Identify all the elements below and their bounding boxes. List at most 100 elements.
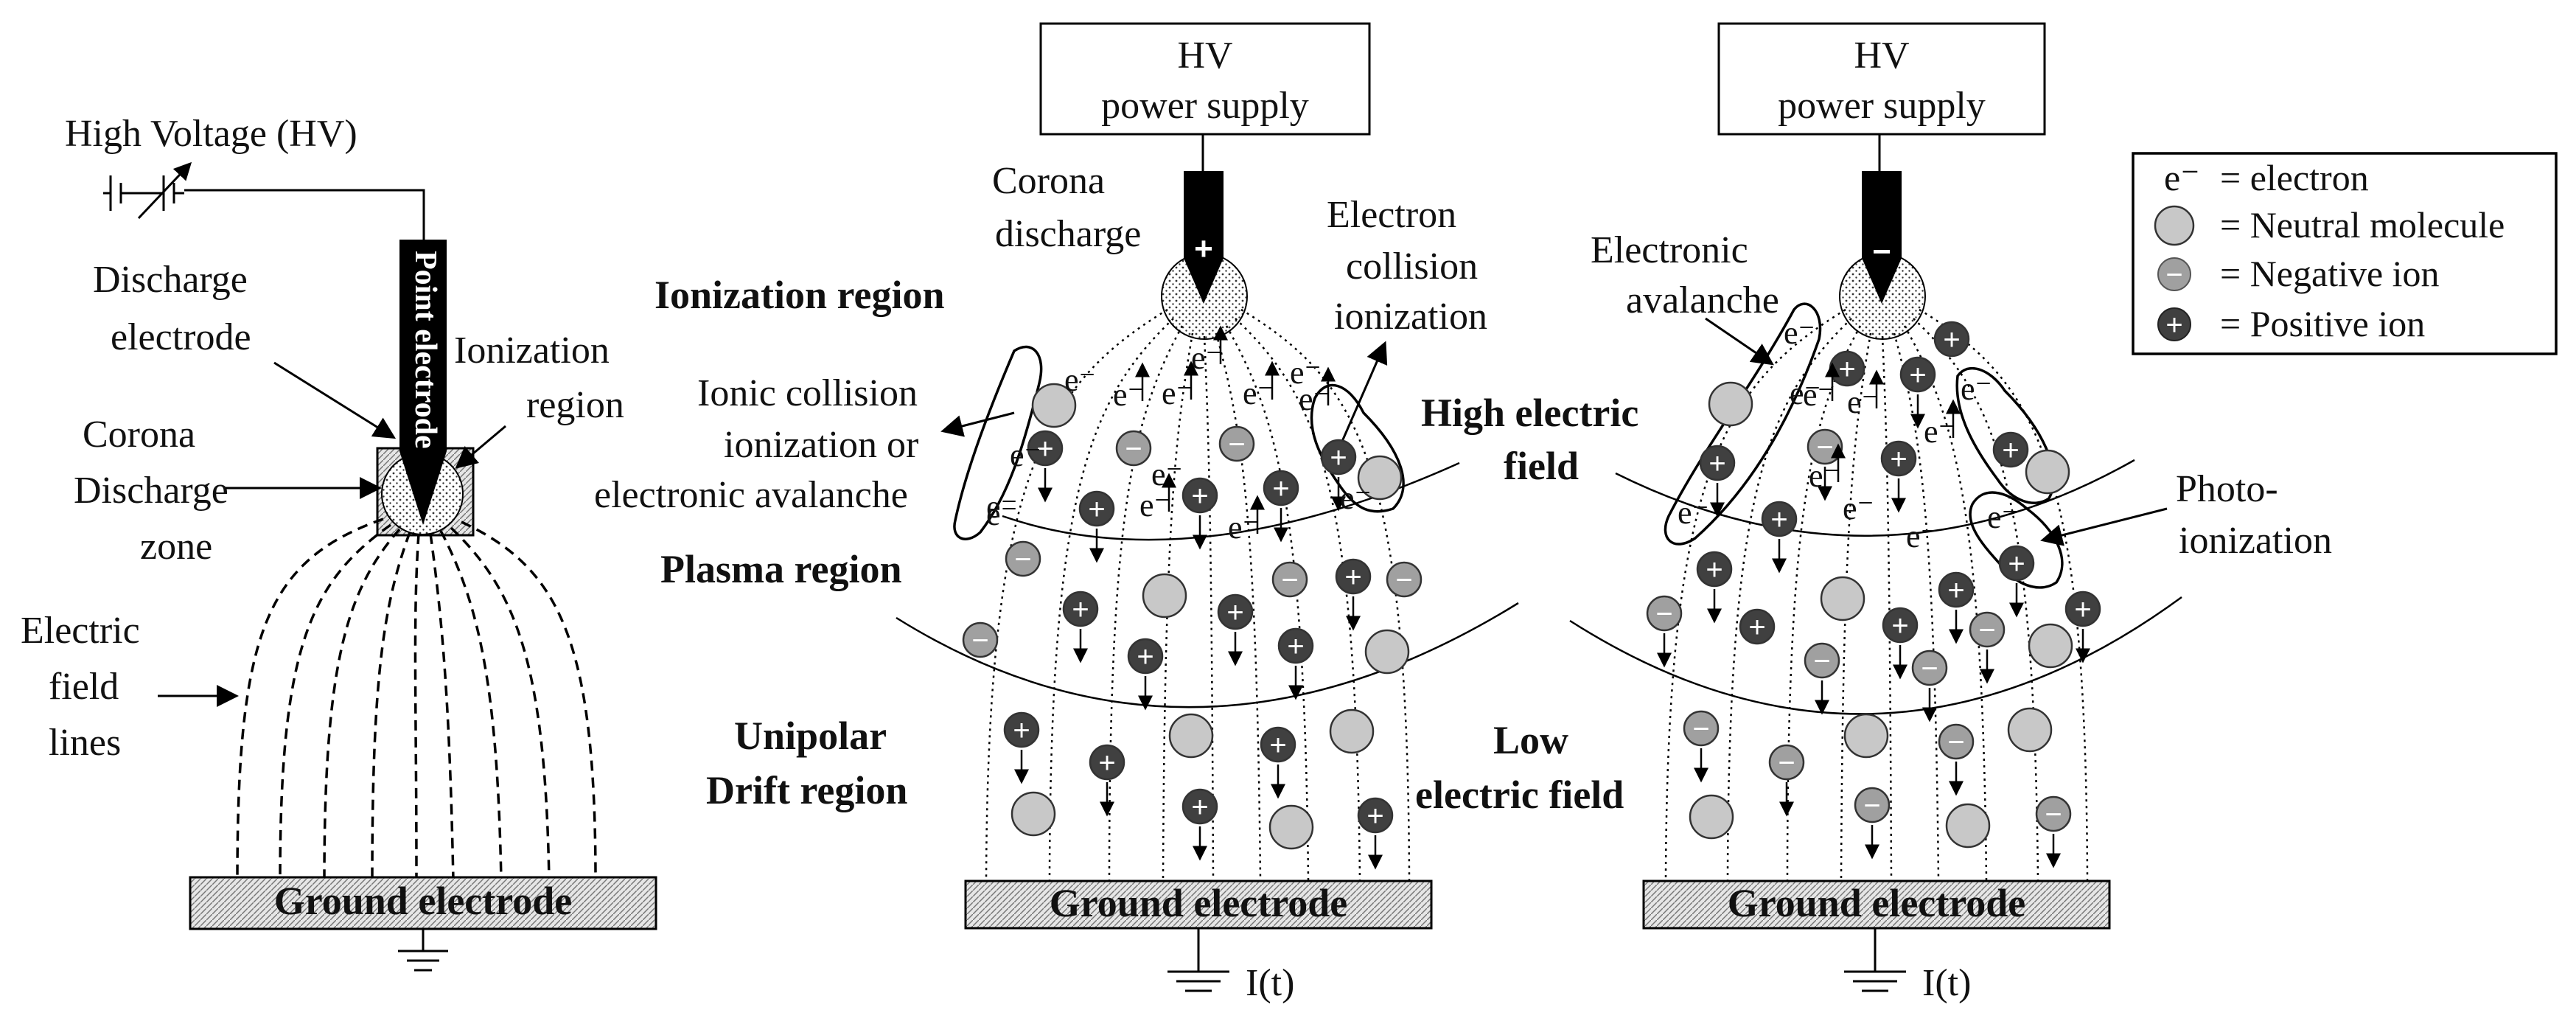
hv-power-supply-box-middle xyxy=(1039,22,1371,136)
legend-negative-label: = Negative ion xyxy=(2220,253,2440,294)
negative-ion-sign: − xyxy=(1692,713,1709,745)
positive-ion-sign: + xyxy=(1072,593,1089,626)
positive-ion-sign: + xyxy=(1013,714,1030,747)
field-lines-label-1: Electric xyxy=(21,610,140,652)
negative-ion xyxy=(1969,611,2006,648)
negative-ion-sign: − xyxy=(1978,614,1995,647)
neutral-molecule xyxy=(2028,623,2073,669)
electron: e⁻ xyxy=(1847,384,1879,420)
unipolar-label-2: Drift region xyxy=(706,768,907,812)
electron: e⁻ xyxy=(986,489,1018,525)
positive-ion-sign: + xyxy=(1891,610,1908,642)
electron: e⁻ xyxy=(1809,458,1840,494)
current-label-right: I(t) xyxy=(1922,962,1971,1004)
negative-ion-sign: − xyxy=(1816,431,1833,464)
positive-ion xyxy=(1260,726,1296,763)
neutral-molecule xyxy=(1689,794,1734,840)
positive-ion-sign: + xyxy=(1272,473,1289,505)
positive-ion-sign: + xyxy=(1137,641,1153,673)
positive-ion xyxy=(1938,571,1975,608)
positive-ion-sign: + xyxy=(1838,353,1855,386)
positive-ion xyxy=(1078,490,1115,527)
electron: e⁻ xyxy=(1790,375,1821,411)
negative-ion-sign: − xyxy=(1281,564,1298,596)
negative-ion-sign: − xyxy=(1125,433,1142,465)
ground-electrode-right-label: Ground electrode xyxy=(1728,881,2025,925)
battery-icon xyxy=(103,161,192,220)
photo-ionization-label-2: ionization xyxy=(2179,520,2332,562)
neutral-molecule xyxy=(1268,804,1314,850)
neutral-molecule xyxy=(1945,803,1991,849)
electron: e⁻ xyxy=(1924,414,1955,450)
negative-ion-sign: − xyxy=(2045,798,2062,831)
photo-ionization-arrow xyxy=(2040,507,2168,546)
point-electrode-label: Point electrode xyxy=(408,251,442,449)
plasma-boundary-arc-middle xyxy=(896,602,1519,708)
avalanche-loop-right-mid xyxy=(1955,367,2056,504)
legend-electron-label: = electron xyxy=(2220,157,2369,198)
positive-ion xyxy=(1027,430,1064,467)
ionization-region-label-middle: Ionization region xyxy=(655,273,945,317)
field-lines-label-3: lines xyxy=(49,722,121,764)
field-lines-label-2: field xyxy=(49,666,119,708)
positive-ion-sign: + xyxy=(1947,574,1964,607)
positive-ion xyxy=(1181,788,1218,825)
positive-ion-sign: + xyxy=(1269,729,1286,762)
electron: e⁻ xyxy=(986,496,1018,532)
electron: e⁻ xyxy=(1961,371,1992,407)
legend-positive-sign: + xyxy=(2165,309,2182,341)
ground-electrode-middle-label: Ground electrode xyxy=(1050,881,1347,925)
positive-ion-sign: + xyxy=(1706,554,1722,586)
positive-ion-sign: + xyxy=(1036,433,1053,465)
positive-ion xyxy=(1998,545,2035,582)
negative-ion xyxy=(1218,425,1255,462)
neutral-molecule xyxy=(2025,449,2070,495)
negative-ion xyxy=(1646,595,1683,632)
low-field-boundary-arc-right xyxy=(1569,596,2182,715)
negative-ion-sign: − xyxy=(1395,564,1412,596)
positive-ion-sign: + xyxy=(1890,443,1907,476)
particles-right: ++++−++++++−−++−−+−−−−−e⁻e⁻e⁻e⁻e⁻e⁻e⁻e⁻e… xyxy=(1646,315,2101,868)
positive-ion-sign: + xyxy=(1344,561,1361,593)
electron: e⁻ xyxy=(1784,315,1815,351)
positive-ion xyxy=(2064,591,2101,627)
positive-ion xyxy=(1882,607,1919,644)
positive-ion-sign: + xyxy=(1088,493,1105,526)
electron: e⁻ xyxy=(1151,456,1183,492)
electron: e⁻ xyxy=(1987,499,2019,535)
positive-ion xyxy=(1992,431,2029,468)
plasma-region-label: Plasma region xyxy=(660,547,901,591)
electron: e⁻ xyxy=(1340,480,1372,516)
avalanche-label-1: Electronic xyxy=(1591,229,1748,271)
legend-neutral-icon xyxy=(2154,205,2195,246)
negative-ion xyxy=(1938,723,1975,760)
positive-ion xyxy=(1699,445,1736,481)
negative-ion xyxy=(1115,430,1152,467)
negative-ion xyxy=(1005,540,1041,577)
high-field-boundary-arc-right xyxy=(1615,459,2135,537)
ionization-region-label-1: Ionization xyxy=(454,330,610,372)
hv-label-right: HV xyxy=(1854,35,1909,77)
ionic-collision-arrow xyxy=(940,411,1015,437)
positive-ion xyxy=(1062,591,1099,627)
electron: e⁻ xyxy=(1113,377,1145,413)
positive-ion-sign: + xyxy=(1098,747,1115,779)
neutral-molecule xyxy=(1031,383,1077,428)
electron-collision-label-3: ionization xyxy=(1334,296,1487,338)
legend-negative-icon xyxy=(2157,257,2191,291)
electron: e⁻ xyxy=(1843,490,1874,526)
positive-ion xyxy=(1696,551,1733,588)
legend-negative-sign: − xyxy=(2165,259,2182,291)
electrode-sign-right: − xyxy=(1872,234,1891,270)
negative-ion-sign: − xyxy=(1014,543,1031,576)
middle-panel: HV power supply + Corona discharge Elect… xyxy=(594,22,1519,1004)
power-supply-label-right: power supply xyxy=(1778,85,1986,127)
corona-label-middle-1: Corona xyxy=(992,160,1105,202)
negative-ion-sign: − xyxy=(1778,747,1795,779)
positive-ion xyxy=(1933,321,1970,358)
positive-ion xyxy=(1335,558,1372,595)
ground-symbol-right-icon xyxy=(1844,928,1906,992)
electrode-sign-middle: + xyxy=(1194,231,1213,267)
avalanche-arrow xyxy=(1705,317,1774,366)
electron: e⁻ xyxy=(1290,355,1322,391)
